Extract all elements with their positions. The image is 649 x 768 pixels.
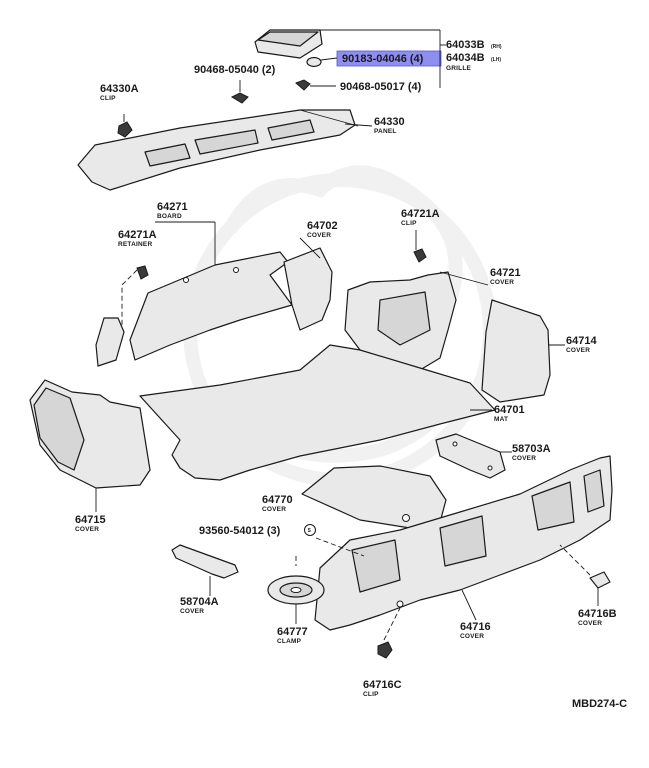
cover-64714-part[interactable] [481, 299, 565, 403]
nut-90183-part[interactable] [306, 56, 338, 68]
board-64271-part[interactable] [129, 221, 293, 361]
label-64033b: 64033B [446, 39, 485, 51]
label-64330a: 64330A [100, 83, 139, 95]
clip-64330a-part[interactable] [117, 114, 133, 138]
mat-64701-part[interactable] [139, 344, 496, 481]
clip-90468-05017-part[interactable] [295, 79, 336, 91]
diagram-code: MBD274-C [572, 698, 627, 710]
label-93560: 93560-54012 (3) [199, 525, 281, 537]
label-grille: GRILLE [446, 65, 471, 72]
side-trim-left-part[interactable] [95, 317, 125, 367]
label-cover-64716b: COVER [578, 620, 602, 627]
screw-93560-part[interactable]: S [295, 524, 365, 567]
label-64777: 64777 [277, 626, 308, 638]
label-64702: 64702 [307, 220, 338, 232]
label-90183: 90183-04046 (4) [342, 53, 424, 65]
label-cover-64716: COVER [460, 633, 484, 640]
clamp-64777-part[interactable] [267, 575, 325, 624]
label-panel: PANEL [374, 128, 397, 135]
cover-64715-part[interactable] [29, 379, 151, 512]
label-64330: 64330 [374, 116, 405, 128]
label-cover-64714: COVER [566, 347, 590, 354]
label-64714: 64714 [566, 335, 597, 347]
label-clamp: CLAMP [277, 638, 302, 645]
label-cover-58704a: COVER [180, 608, 204, 615]
clip-64716c-part[interactable] [377, 607, 401, 659]
cover-58704a-part[interactable] [171, 544, 239, 596]
label-64770: 64770 [262, 494, 293, 506]
label-64271: 64271 [157, 201, 188, 213]
highlight-box [336, 50, 442, 67]
cover-64702-part[interactable] [283, 237, 333, 331]
label-retainer: RETAINER [118, 241, 152, 248]
label-64716c: 64716C [363, 679, 402, 691]
label-58703a: 58703A [512, 443, 551, 455]
grille-part[interactable] [254, 29, 446, 88]
label-cover-64715: COVER [75, 526, 99, 533]
label-cover-64702: COVER [307, 232, 331, 239]
label-clip-64716c: CLIP [363, 691, 379, 698]
label-58704a: 58704A [180, 596, 219, 608]
label-64721: 64721 [490, 267, 521, 279]
cover-64770-part[interactable] [301, 465, 447, 529]
cover-58703a-part[interactable] [435, 433, 512, 479]
label-cover-64721: COVER [490, 279, 514, 286]
label-64716: 64716 [460, 621, 491, 633]
label-64701: 64701 [494, 404, 525, 416]
cover-64716-part[interactable] [314, 455, 613, 631]
panel-64330-part[interactable] [77, 109, 373, 191]
clip-90468-05040-part[interactable] [230, 80, 249, 104]
label-mat: MAT [494, 416, 508, 423]
label-cover-58703a: COVER [512, 455, 536, 462]
label-64034b-suffix: (LH) [491, 57, 501, 63]
cover-64721-part[interactable] [344, 271, 489, 371]
label-clip-64721a: CLIP [401, 220, 417, 227]
label-cover-64770: COVER [262, 506, 286, 513]
label-64716b: 64716B [578, 608, 617, 620]
label-64034b: 64034B [446, 52, 485, 64]
clip-64721a-part[interactable] [413, 230, 427, 263]
callout-labels: 64033B (RH) 64034B (LH) GRILLE 90183-040… [75, 39, 627, 710]
s-mark: S [308, 528, 312, 534]
label-64721a: 64721A [401, 208, 440, 220]
label-clip-64330a: CLIP [100, 95, 116, 102]
retainer-64271a-part[interactable] [114, 265, 149, 346]
label-90468-05017: 90468-05017 (4) [340, 81, 422, 93]
cover-64716b-part[interactable] [559, 544, 611, 606]
label-64033b-suffix: (RH) [491, 44, 502, 50]
label-90468-05040: 90468-05040 (2) [194, 64, 276, 76]
label-board: BOARD [157, 213, 182, 220]
label-64715: 64715 [75, 514, 106, 526]
label-64271a: 64271A [118, 229, 157, 241]
